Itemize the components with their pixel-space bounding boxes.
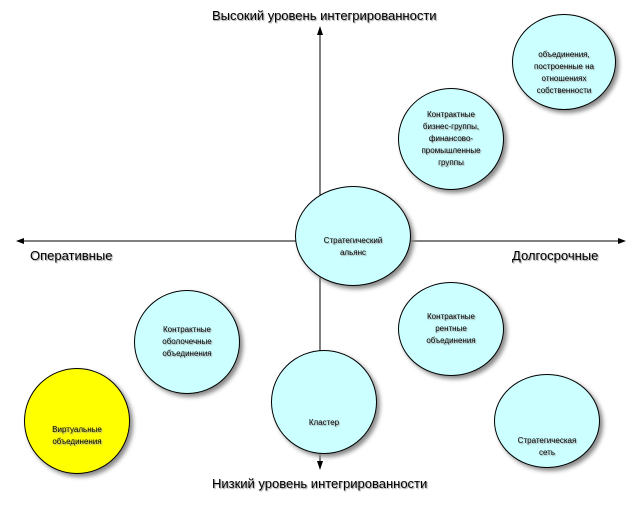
bubble-rent-associations: Контрактные рентные объединения xyxy=(398,282,504,376)
bubble-label: объединения, построенные на отношениях с… xyxy=(534,50,594,95)
axis-label-low-integration: Низкий уровень интегрированности xyxy=(212,476,428,491)
axis-label-high-integration: Высокий уровень интегрированности xyxy=(212,8,437,23)
bubble-strategic-network: Стратегическая сеть xyxy=(494,374,600,468)
arrow-down-icon xyxy=(317,461,323,470)
arrow-up-icon xyxy=(317,26,323,35)
bubble-shell-associations: Контрактные оболочечные объединения xyxy=(134,290,240,394)
bubble-label: Контрактные рентные объединения xyxy=(426,312,476,345)
axis-label-long-term: Долгосрочные xyxy=(512,248,599,263)
bubble-label: Кластер xyxy=(308,418,340,427)
bubble-virtual-associations: Виртуальные объединения xyxy=(24,368,130,474)
bubble-business-groups: Контрактные бизнес-группы, финансово- пр… xyxy=(398,88,504,190)
axis-label-operational: Оперативные xyxy=(30,248,113,263)
bubble-label: Стратегический альянс xyxy=(323,236,383,257)
bubble-label: Контрактные оболочечные объединения xyxy=(162,325,212,358)
bubble-label: Контрактные бизнес-группы, финансово- пр… xyxy=(421,110,481,167)
arrow-right-icon xyxy=(618,238,626,244)
arrow-left-icon xyxy=(16,238,24,244)
bubble-label: Виртуальные объединения xyxy=(52,425,102,446)
bubble-strategic-alliance: Стратегический альянс xyxy=(295,186,411,286)
bubble-cluster: Кластер xyxy=(271,350,377,454)
bubble-label: Стратегическая сеть xyxy=(517,436,577,457)
bubble-ownership-associations: объединения, построенные на отношениях с… xyxy=(512,14,616,110)
